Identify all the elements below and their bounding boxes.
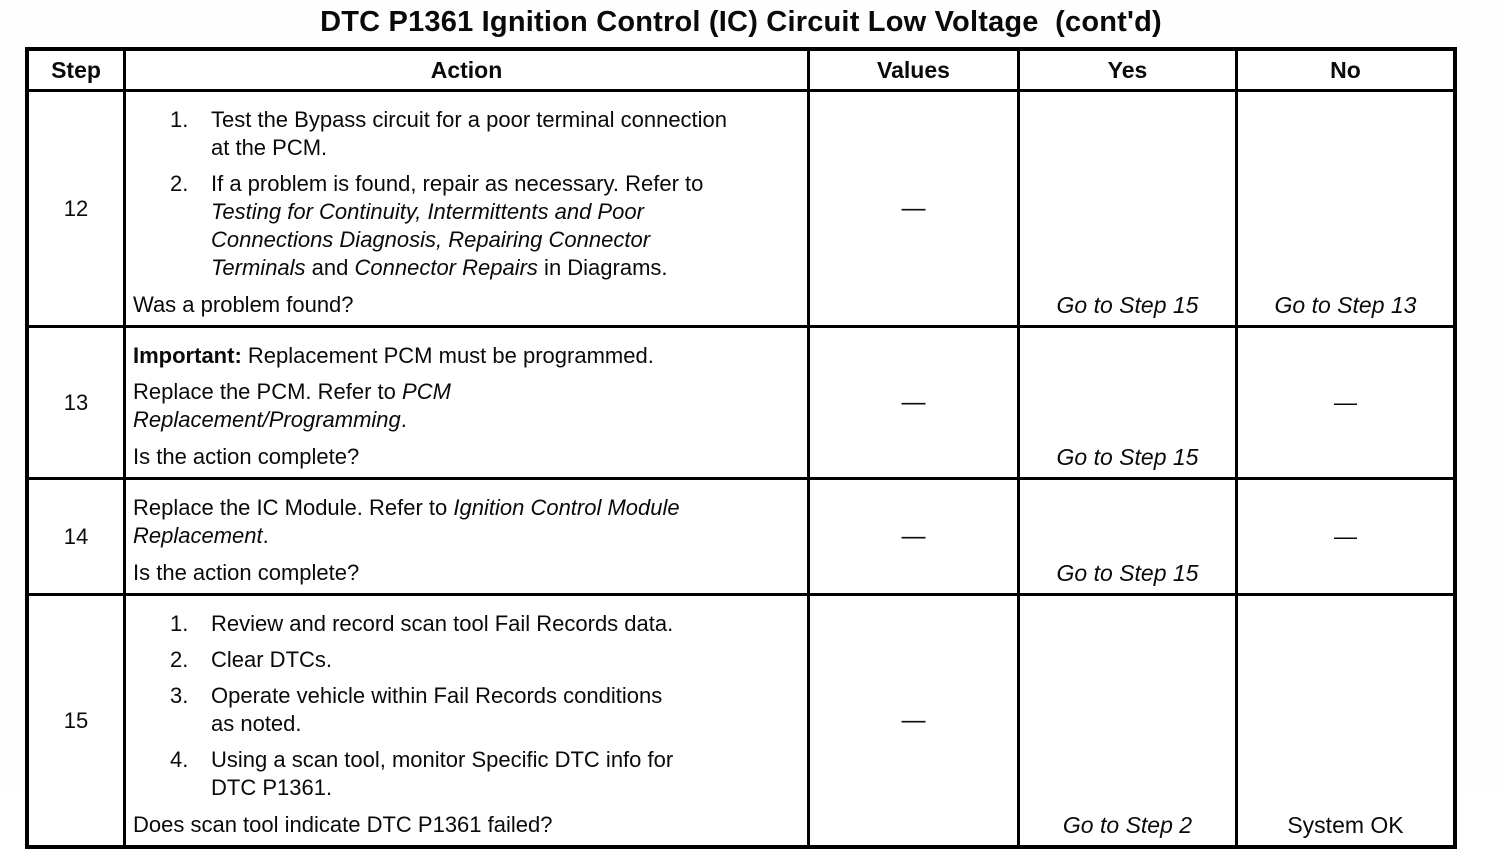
text-run: Terminals [211, 255, 306, 280]
action-cell: 1. Review and record scan tool Fail Recor… [126, 596, 810, 845]
em-dash: — [901, 522, 926, 550]
answer-text: Go to Step 15 [1056, 292, 1199, 318]
scanned-page: DTC P1361 Ignition Control (IC) Circuit … [25, 6, 1457, 849]
list-text: Review and record scan tool Fail Records… [211, 610, 799, 638]
em-dash: — [901, 388, 926, 416]
text-run: Operate vehicle within Fail Records cond… [211, 683, 663, 708]
text-run: PCM [402, 379, 451, 404]
list-text: Clear DTCs. [211, 646, 799, 674]
text-run: Important: [133, 343, 242, 368]
text-run: Ignition Control Module [453, 495, 680, 520]
action-paragraph: Replace the IC Module. Refer to Ignition… [133, 494, 799, 550]
header-values: Values [810, 51, 1020, 89]
answer-text: — [1334, 389, 1357, 415]
action-question: Does scan tool indicate DTC P1361 failed… [133, 812, 553, 837]
action-question: Is the action complete? [133, 444, 360, 469]
list-text: Operate vehicle within Fail Records cond… [211, 682, 799, 738]
no-cell: — [1238, 480, 1453, 593]
no-cell: System OK [1238, 596, 1453, 845]
text-run: . [262, 523, 269, 548]
header-step: Step [29, 51, 126, 89]
action-cell: Important: Replacement PCM must be progr… [126, 328, 810, 477]
text-run: Clear DTCs. [211, 647, 333, 672]
list-number: 1. [170, 611, 189, 636]
list-text: If a problem is found, repair as necessa… [211, 170, 799, 282]
list-number: 2. [170, 647, 189, 672]
em-dash: — [901, 194, 926, 222]
diagnostic-table: Step Action Values Yes No 12 1. Test the B… [25, 47, 1457, 849]
action-paragraph: Important: Replacement PCM must be progr… [133, 342, 799, 370]
text-run: and [305, 255, 355, 280]
answer-text: — [1334, 523, 1357, 549]
text-run: Replace the PCM. Refer to [133, 379, 403, 404]
text-run: Test the Bypass circuit for a poor termi… [211, 107, 728, 132]
answer-text: Go to Step 13 [1274, 292, 1417, 318]
yes-cell: Go to Step 15 [1020, 328, 1238, 477]
header-action: Action [126, 51, 810, 89]
values-cell: — [810, 480, 1020, 593]
table-row: 12 1. Test the Bypass circuit for a poor t… [29, 89, 1453, 325]
header-no: No [1330, 56, 1361, 83]
step-cell: 15 [29, 596, 126, 845]
action-question: Was a problem found? [133, 292, 354, 317]
list-number: 1. [170, 107, 189, 132]
text-run: Connector Repairs [354, 255, 538, 280]
text-run: If a problem is found, repair as necessa… [211, 171, 704, 196]
text-run: Replacement/Programming [133, 407, 401, 432]
page-title: DTC P1361 Ignition Control (IC) Circuit … [320, 6, 1162, 38]
values-cell: — [810, 92, 1020, 325]
action-list-item: 2. Clear DTCs. [133, 646, 799, 674]
text-run: DTC P1361. [211, 775, 333, 800]
yes-cell: Go to Step 15 [1020, 92, 1238, 325]
action-list-item: 1. Test the Bypass circuit for a poor ter… [133, 106, 799, 162]
action-cell: Replace the IC Module. Refer to Ignition… [126, 480, 810, 593]
answer-text: Go to Step 15 [1056, 444, 1199, 470]
action-question: Is the action complete? [133, 560, 360, 585]
no-cell: — [1238, 328, 1453, 477]
values-cell: — [810, 328, 1020, 477]
step-cell: 13 [29, 328, 126, 477]
no-cell: Go to Step 13 [1238, 92, 1453, 325]
table-header-row: Step Action Values Yes No [29, 51, 1453, 89]
list-number: 4. [170, 747, 189, 772]
text-run: . [400, 407, 407, 432]
text-run: Replacement [133, 523, 263, 548]
yes-cell: Go to Step 2 [1020, 596, 1238, 845]
list-text: Test the Bypass circuit for a poor termi… [211, 106, 799, 162]
table-row: 15 1. Review and record scan tool Fail Rec… [29, 593, 1453, 845]
list-number: 2. [170, 171, 189, 196]
text-run: Testing for Continuity, Intermittents an… [211, 199, 644, 224]
text-run: Connections Diagnosis, Repairing Connect… [211, 227, 651, 252]
answer-text: System OK [1287, 812, 1404, 838]
action-list-item: 1. Review and record scan tool Fail Recor… [133, 610, 799, 638]
yes-cell: Go to Step 15 [1020, 480, 1238, 593]
answer-text: Go to Step 2 [1062, 812, 1193, 838]
text-run: Review and record scan tool Fail Records… [211, 611, 674, 636]
step-cell: 14 [29, 480, 126, 593]
action-list-item: 2. If a problem is found, repair as neces… [133, 170, 799, 282]
values-cell: — [810, 596, 1020, 845]
table-rows: 12 1. Test the Bypass circuit for a poor t… [29, 89, 1453, 845]
text-run: Using a scan tool, monitor Specific DTC … [211, 747, 674, 772]
text-run: Replacement PCM must be programmed. [241, 343, 654, 368]
step-cell: 12 [29, 92, 126, 325]
action-cell: 1. Test the Bypass circuit for a poor ter… [126, 92, 810, 325]
text-run: in Diagrams. [537, 255, 668, 280]
action-list-item: 3. Operate vehicle within Fail Records co… [133, 682, 799, 738]
text-run: as noted. [211, 711, 302, 736]
answer-text: Go to Step 15 [1056, 560, 1199, 586]
em-dash: — [901, 706, 926, 734]
header-yes: Yes [1020, 51, 1238, 89]
text-run: Replace the IC Module. Refer to [133, 495, 454, 520]
list-number: 3. [170, 683, 189, 708]
text-run: at the PCM. [211, 135, 328, 160]
